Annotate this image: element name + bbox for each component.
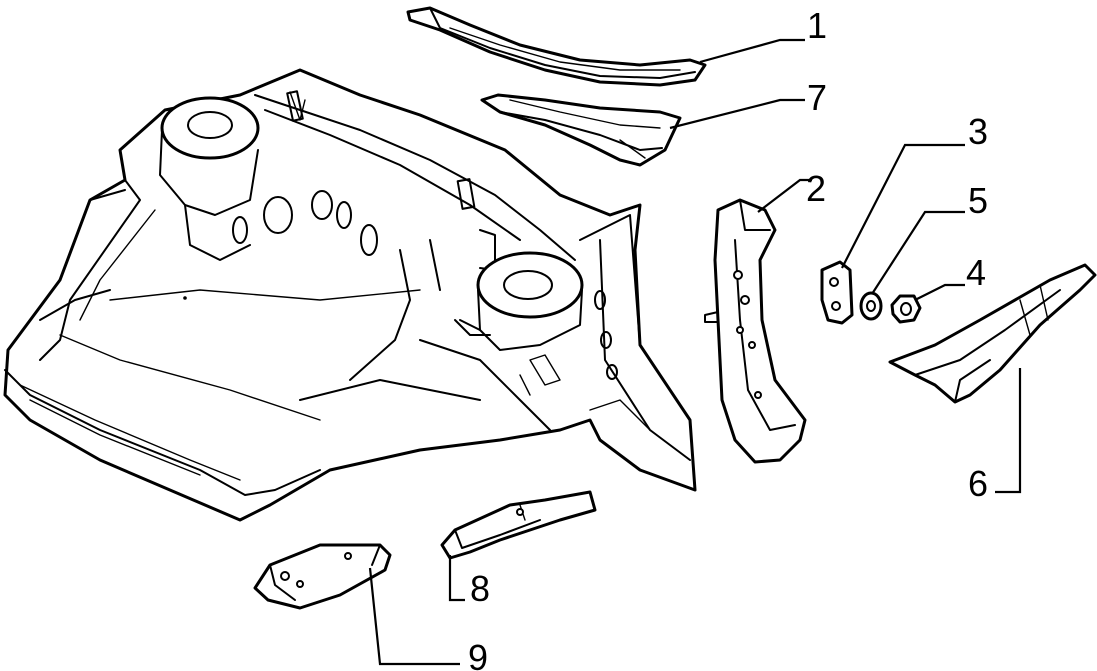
leader-9 [368, 567, 460, 666]
callout-8: 8 [470, 568, 490, 609]
leader-4 [914, 283, 965, 301]
bracket-part-9 [253, 543, 392, 610]
front-body-structure [3, 68, 697, 522]
leader-lines [368, 38, 1022, 666]
rail-part-8 [440, 490, 597, 560]
callout-3: 3 [968, 111, 988, 152]
callout-6: 6 [968, 463, 988, 504]
pillar-panel-part-2 [704, 198, 807, 464]
callout-7: 7 [807, 77, 827, 118]
cowl-panel-part-1 [406, 6, 707, 87]
nut-part-4 [890, 294, 922, 324]
callout-1: 1 [807, 5, 827, 46]
leader-6 [995, 368, 1022, 494]
bracket-part-6 [888, 263, 1097, 404]
plate-part-3 [820, 260, 854, 325]
callout-2: 2 [806, 168, 826, 209]
leader-2 [757, 178, 812, 213]
leader-5 [871, 210, 965, 295]
leader-7 [669, 98, 805, 130]
leader-1 [699, 38, 805, 64]
leader-8 [448, 555, 465, 602]
washer-part-5 [859, 291, 883, 321]
cowl-panel-part-7 [480, 93, 682, 167]
callout-labels: 1 2 3 4 5 6 7 8 9 [468, 5, 988, 671]
callout-4: 4 [966, 252, 986, 293]
callout-9: 9 [468, 637, 488, 671]
callout-5: 5 [968, 180, 988, 221]
leader-3 [841, 143, 965, 269]
